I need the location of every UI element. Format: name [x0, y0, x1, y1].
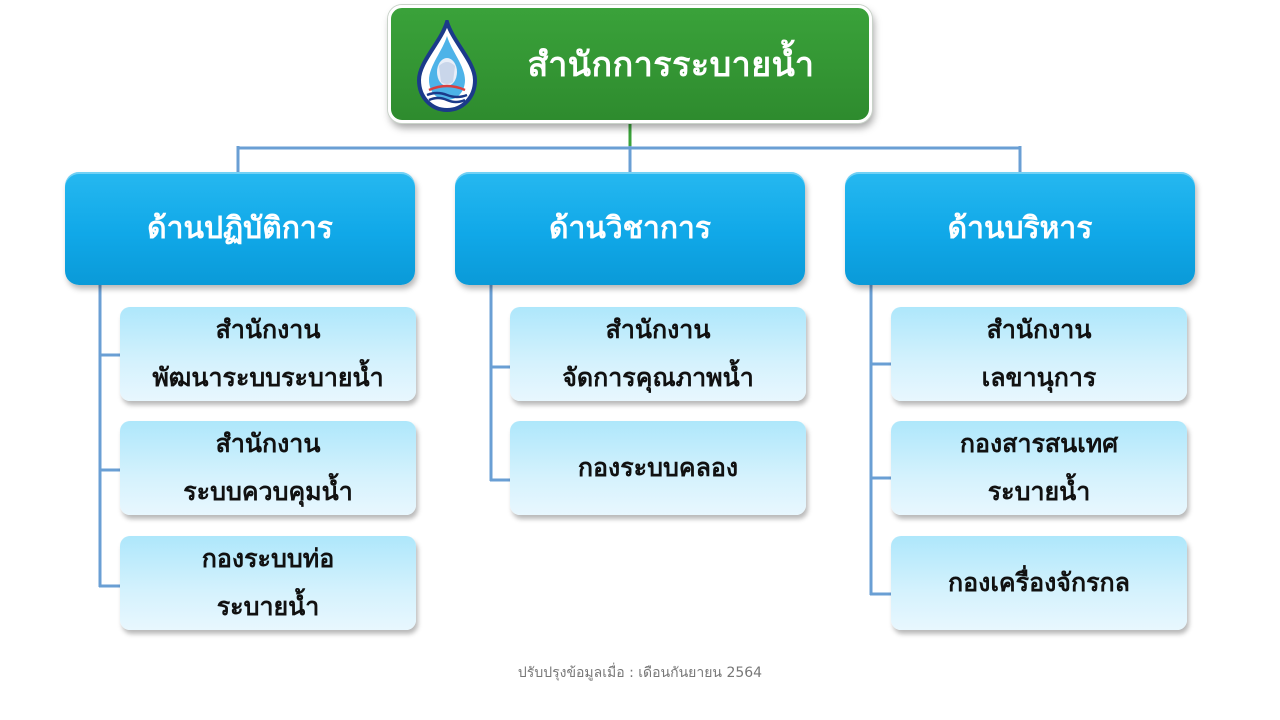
unit-machinery-division: กองเครื่องจักรกล [891, 536, 1187, 630]
root-title: สำนักการระบายน้ำ [527, 45, 815, 85]
branch-technical: ด้านวิชาการ [455, 172, 805, 285]
unit-line-1: กองสารสนเทศ [959, 429, 1119, 458]
department-emblem-icon [415, 15, 479, 113]
branch-operations: ด้านปฏิบัติการ [65, 172, 415, 285]
unit-line-2: ระบบควบคุมน้ำ [183, 477, 353, 506]
root-node: สำนักการระบายน้ำ [388, 5, 872, 123]
update-note: ปรับปรุงข้อมูลเมื่อ : เดือนกันยายน 2564 [517, 665, 763, 681]
unit-line-1: กองระบบท่อ [201, 544, 335, 573]
branch-administration: ด้านบริหาร [845, 172, 1195, 285]
unit-water-quality-office: สำนักงาน จัดการคุณภาพน้ำ [510, 307, 806, 401]
unit-line-1: สำนักงาน [605, 315, 711, 344]
unit-line-2: จัดการคุณภาพน้ำ [562, 363, 754, 392]
unit-sewer-division: กองระบบท่อ ระบายน้ำ [120, 536, 416, 630]
unit-water-control-office: สำนักงาน ระบบควบคุมน้ำ [120, 421, 416, 515]
unit-line-2: ระบายน้ำ [216, 592, 320, 621]
unit-drainage-development-office: สำนักงาน พัฒนาระบบระบายน้ำ [120, 307, 416, 401]
unit-canal-division: กองระบบคลอง [510, 421, 806, 515]
unit-line-1: สำนักงาน [986, 315, 1092, 344]
unit-line-2: ระบายน้ำ [987, 477, 1091, 506]
unit-line-2: พัฒนาระบบระบายน้ำ [152, 363, 384, 392]
unit-line-1: สำนักงาน [215, 315, 321, 344]
unit-information-division: กองสารสนเทศ ระบายน้ำ [891, 421, 1187, 515]
unit-line-1: กองระบบคลอง [577, 453, 739, 482]
unit-line-2: เลขานุการ [981, 363, 1097, 392]
unit-line-1: สำนักงาน [215, 429, 321, 458]
unit-line-1: กองเครื่องจักรกล [948, 568, 1130, 597]
unit-secretary-office: สำนักงาน เลขานุการ [891, 307, 1187, 401]
